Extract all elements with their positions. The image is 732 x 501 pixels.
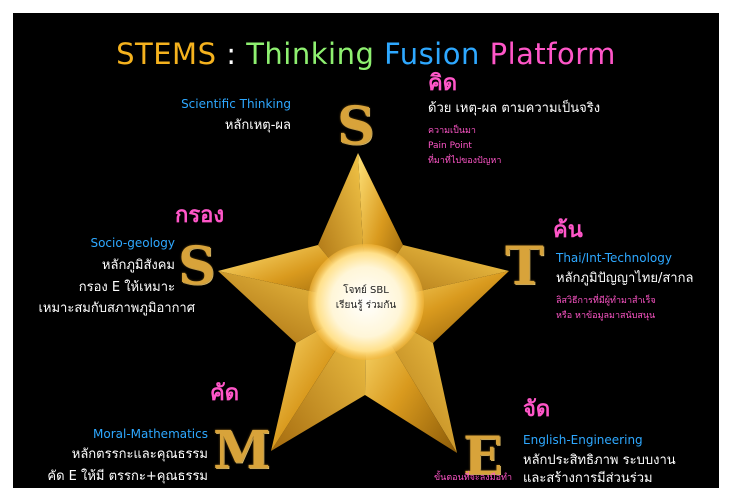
- engineering-note: ขั้นตอนที่จะลงมือทำ: [434, 473, 512, 483]
- letter-t: T: [505, 236, 544, 297]
- engineering-detail: และสร้างการมีส่วนร่วม: [523, 471, 653, 486]
- gold-star: [218, 153, 509, 453]
- title-platform: Platform: [489, 37, 616, 71]
- socio-principle: หลักภูมิสังคม: [101, 258, 175, 273]
- heading-filter: กรอง: [175, 203, 225, 228]
- think-note-1: ความเป็นมา: [428, 126, 476, 136]
- heading-select: คัด: [210, 381, 240, 406]
- diagram-canvas: STEMS : Thinking Fusion Platform: [13, 13, 719, 488]
- moral-mathematics-label: Moral-Mathematics: [93, 427, 208, 441]
- technology-note-1: ลิสวิธีการที่มีผู้ทำมาสำเร็จ: [556, 296, 656, 306]
- think-note-3: ที่มาที่ไปของปัญหา: [428, 156, 502, 166]
- socio-geology-label: Socio-geology: [90, 236, 175, 250]
- title-separator: :: [216, 37, 247, 71]
- socio-detail-1: กรอง E ให้เหมาะ: [78, 280, 175, 295]
- scientific-principle: หลักเหตุ-ผล: [224, 118, 291, 133]
- english-engineering-label: English-Engineering: [523, 433, 643, 447]
- engineering-principle: หลักประสิทธิภาพ ระบบงาน: [523, 453, 676, 468]
- title-thinking: Thinking: [246, 37, 375, 71]
- title-fusion: Fusion: [384, 37, 480, 71]
- center-line-2: เรียนรู้ ร่วมกัน: [335, 300, 397, 311]
- technology-principle: หลักภูมิปัญญาไทย/สากล: [556, 271, 694, 286]
- think-note-2: Pain Point: [428, 141, 472, 151]
- title-stems: STEMS: [116, 37, 217, 71]
- heading-think: คิด: [428, 71, 458, 96]
- letter-m: M: [213, 420, 271, 481]
- letter-s-top: S: [337, 96, 375, 157]
- center-circle: [308, 244, 424, 360]
- letter-e: E: [463, 426, 503, 487]
- moral-principle: หลักตรรกะและคุณธรรม: [71, 447, 208, 462]
- center-line-1: โจทย์ SBL: [343, 285, 389, 296]
- heading-organize: จัด: [523, 397, 551, 422]
- think-detail: ด้วย เหตุ-ผล ตามความเป็นจริง: [428, 101, 601, 116]
- moral-detail: คัด E ให้มี ตรรกะ+คุณธรรม: [47, 469, 208, 484]
- heading-search: ค้น: [553, 218, 583, 243]
- letter-s-left: S: [178, 236, 216, 297]
- center-label: โจทย์ SBL เรียนรู้ ร่วมกัน: [316, 283, 416, 313]
- scientific-thinking-label: Scientific Thinking: [181, 97, 291, 111]
- thai-int-technology-label: Thai/Int-Technology: [556, 251, 672, 265]
- technology-note-2: หรือ หาข้อมูลมาสนับสนุน: [556, 311, 656, 321]
- socio-detail-2: เหมาะสมกับสภาพภูมิอากาศ: [38, 301, 195, 316]
- diagram-title: STEMS : Thinking Fusion Platform: [13, 37, 719, 71]
